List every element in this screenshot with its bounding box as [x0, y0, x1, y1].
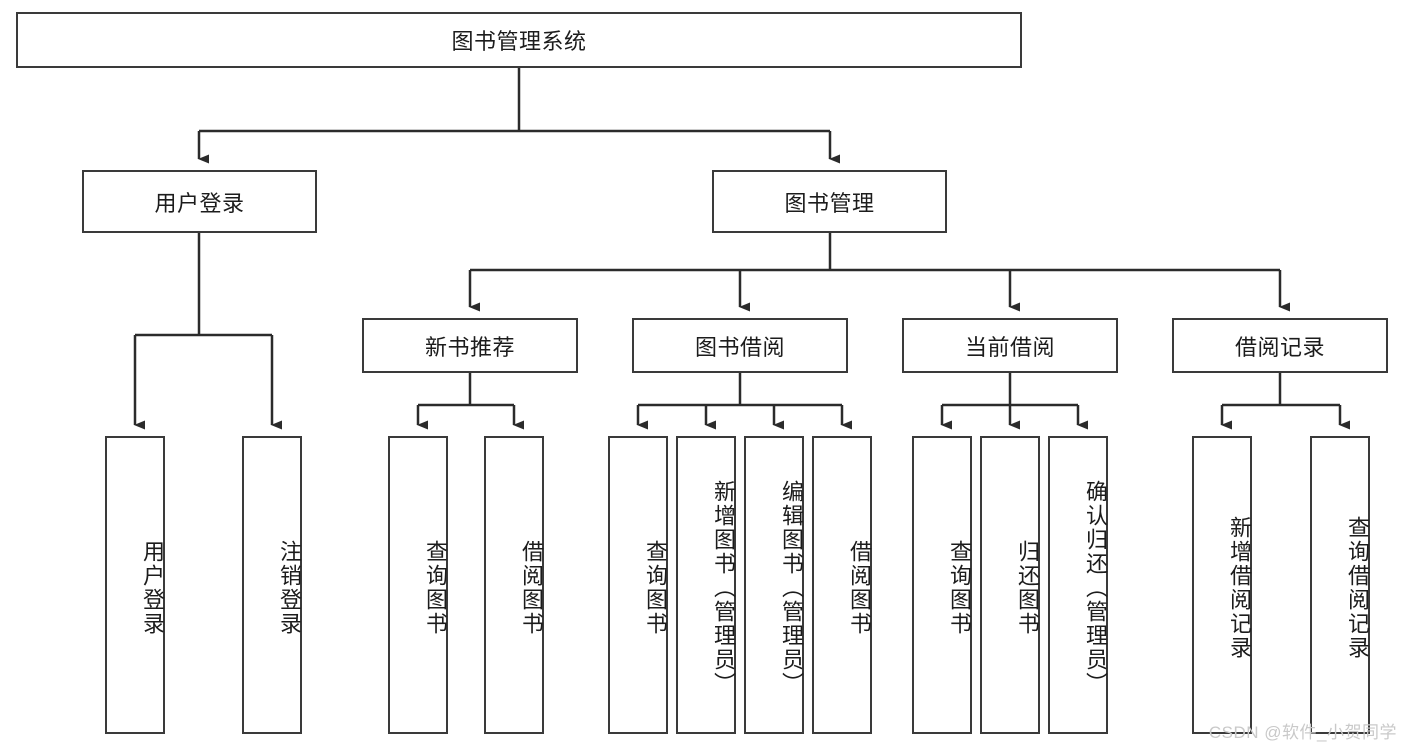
leaf-user-login-logout[interactable]: 注销登录 — [242, 436, 302, 734]
node-label: 图书管理系统 — [451, 24, 586, 56]
node-book-management[interactable]: 图书管理 — [712, 170, 947, 233]
leaf-new-book-borrow[interactable]: 借阅图书 — [484, 436, 544, 734]
node-label: 查询借阅记录 — [1346, 516, 1368, 660]
node-label: 借阅图书 — [848, 540, 870, 636]
node-user-login[interactable]: 用户登录 — [82, 170, 317, 233]
leaf-book-borrow-add[interactable]: 新增图书（管理员） — [676, 436, 736, 734]
leaf-book-borrow-borrow[interactable]: 借阅图书 — [812, 436, 872, 734]
leaf-current-borrow-return[interactable]: 归还图书 — [980, 436, 1040, 734]
node-label: 查询图书 — [424, 540, 446, 636]
node-label: 归还图书 — [1016, 540, 1038, 636]
node-new-book-recommendation[interactable]: 新书推荐 — [362, 318, 578, 373]
leaf-current-borrow-confirm-return[interactable]: 确认归还（管理员） — [1048, 436, 1108, 734]
node-current-borrowing[interactable]: 当前借阅 — [902, 318, 1118, 373]
leaf-borrow-record-query[interactable]: 查询借阅记录 — [1310, 436, 1370, 734]
node-label: 新增借阅记录 — [1228, 516, 1250, 660]
leaf-book-borrow-query[interactable]: 查询图书 — [608, 436, 668, 734]
node-root-book-management-system[interactable]: 图书管理系统 — [16, 12, 1022, 68]
node-borrow-records[interactable]: 借阅记录 — [1172, 318, 1388, 373]
node-label: 编辑图书（管理员） — [780, 480, 802, 696]
leaf-current-borrow-query[interactable]: 查询图书 — [912, 436, 972, 734]
node-label: 图书借阅 — [695, 330, 785, 362]
node-label: 确认归还（管理员） — [1084, 480, 1106, 696]
watermark-text: CSDN @软件_小贺同学 — [1209, 718, 1397, 743]
node-label: 图书管理 — [784, 186, 874, 218]
node-book-borrowing[interactable]: 图书借阅 — [632, 318, 848, 373]
leaf-new-book-query[interactable]: 查询图书 — [388, 436, 448, 734]
node-label: 借阅图书 — [520, 540, 542, 636]
node-label: 注销登录 — [278, 540, 300, 636]
node-label: 查询图书 — [644, 540, 666, 636]
leaf-book-borrow-edit[interactable]: 编辑图书（管理员） — [744, 436, 804, 734]
node-label: 新书推荐 — [425, 330, 515, 362]
node-label: 当前借阅 — [965, 330, 1055, 362]
leaf-user-login-login[interactable]: 用户登录 — [105, 436, 165, 734]
node-label: 借阅记录 — [1235, 330, 1325, 362]
node-label: 用户登录 — [154, 186, 244, 218]
node-label: 查询图书 — [948, 540, 970, 636]
leaf-borrow-record-add[interactable]: 新增借阅记录 — [1192, 436, 1252, 734]
node-label: 用户登录 — [141, 540, 163, 636]
node-label: 新增图书（管理员） — [712, 480, 734, 696]
